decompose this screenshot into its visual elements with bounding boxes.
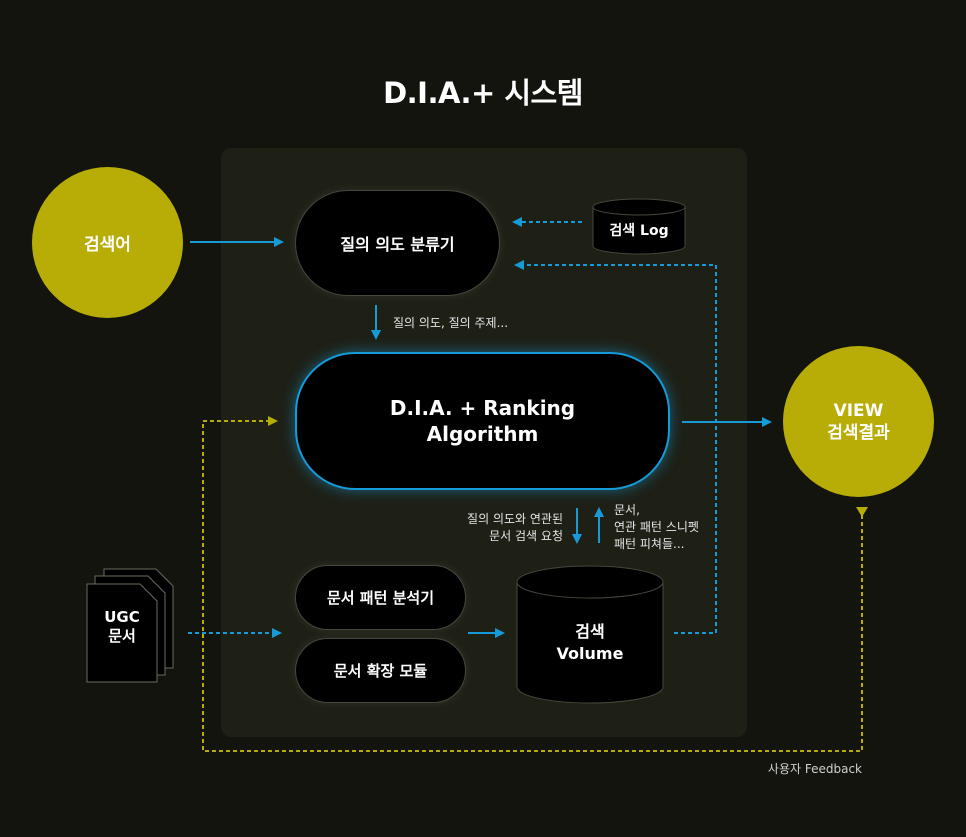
response-label-line2: 연관 패턴 스니펫: [614, 520, 699, 534]
search-log-node: 검색 Log: [592, 198, 686, 255]
search-volume-cylinder: [516, 565, 664, 704]
algorithm-label-line1: D.I.A. + Ranking: [389, 396, 576, 420]
page-title: D.I.A.+ 시스템: [383, 76, 583, 110]
ugc-documents-node: UGC 문서: [86, 568, 178, 684]
query-label: 검색어: [84, 235, 131, 255]
search-volume-node: 검색 Volume: [516, 565, 664, 705]
search-log-cylinder: [592, 198, 686, 255]
feedback-arrow-head: [856, 507, 868, 517]
response-label: 문서, 연관 패턴 스니펫 패턴 피쳐들...: [614, 502, 699, 553]
response-label-line3: 패턴 피쳐들...: [614, 537, 685, 551]
ugc-label-line1: UGC: [104, 608, 140, 626]
feedback-loop-line: [202, 416, 863, 752]
intent-topic-label: 질의 의도, 질의 주제...: [393, 316, 509, 330]
doc-pattern-analyzer-node: 문서 패턴 분석기: [295, 565, 466, 630]
search-log-label: 검색 Log: [609, 223, 669, 239]
query-node: 검색어: [32, 167, 183, 318]
volume-label: 검색 Volume: [516, 621, 664, 665]
view-label-line2: 검색결과: [827, 422, 890, 443]
request-label-line2: 문서 검색 요청: [489, 529, 563, 543]
ugc-label-line2: 문서: [108, 627, 136, 645]
ugc-label: UGC 문서: [86, 608, 158, 646]
doc-expand-label: 문서 확장 모듈: [333, 662, 428, 680]
arrow-volume-to-classifier: [514, 260, 717, 634]
response-label-line1: 문서,: [614, 503, 640, 517]
doc-expansion-module-node: 문서 확장 모듈: [295, 638, 466, 703]
user-feedback-label: 사용자 Feedback: [767, 762, 862, 776]
request-label-line1: 질의 의도와 연관된: [467, 512, 563, 526]
dia-ranking-algorithm-node: D.I.A. + Ranking Algorithm: [295, 352, 670, 490]
view-label-line1: VIEW: [833, 400, 884, 421]
request-label: 질의 의도와 연관된 문서 검색 요청: [440, 511, 563, 545]
intent-classifier-label: 질의 의도 분류기: [340, 235, 455, 254]
volume-label-line1: 검색: [575, 622, 605, 641]
view-result-node: VIEW 검색결과: [783, 346, 934, 497]
volume-label-line2: Volume: [556, 644, 624, 663]
doc-pattern-label: 문서 패턴 분석기: [326, 589, 435, 607]
intent-classifier-node: 질의 의도 분류기: [295, 190, 500, 296]
algorithm-label-line2: Algorithm: [426, 422, 539, 446]
document-stack-icon: [86, 568, 174, 683]
